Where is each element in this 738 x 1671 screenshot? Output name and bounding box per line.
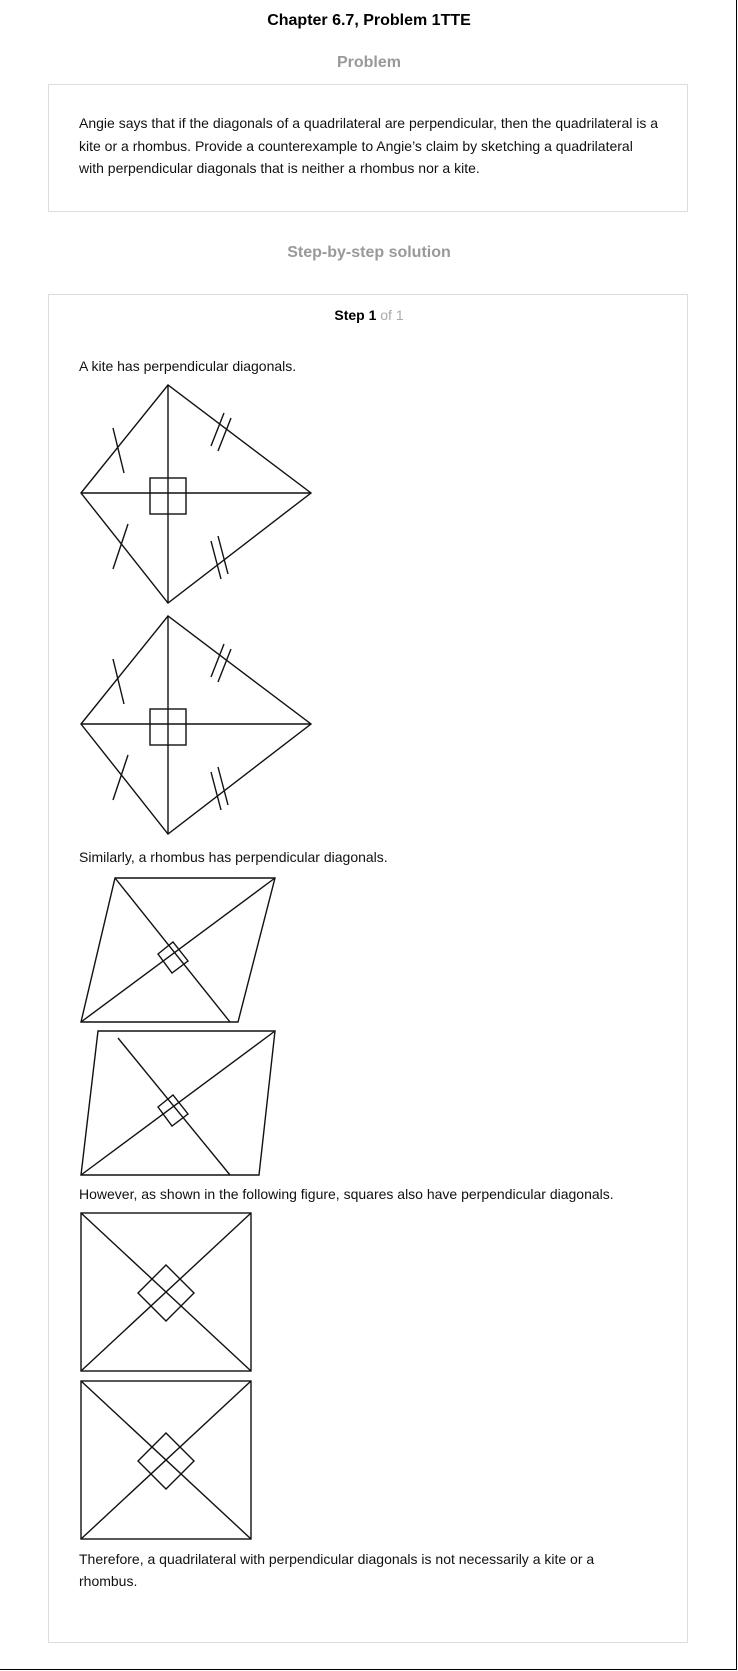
right-angle-marker xyxy=(149,477,187,515)
problem-card: Angie says that if the diagonals of a qu… xyxy=(48,84,688,212)
double-tick-mark xyxy=(210,771,222,811)
tick-mark xyxy=(112,754,129,801)
double-tick-mark xyxy=(217,648,232,683)
problem-text: Angie says that if the diagonals of a qu… xyxy=(79,115,659,176)
conclusion-paragraph: Therefore, a quadrilateral with perpendi… xyxy=(79,1551,595,1589)
square-paragraph: However, as shown in the following figur… xyxy=(79,1186,614,1202)
square-diagram xyxy=(80,1380,252,1540)
kite-outline xyxy=(80,384,313,604)
right-angle-marker xyxy=(137,1264,195,1322)
double-tick-mark xyxy=(217,535,229,575)
square-outline xyxy=(80,1212,252,1372)
right-angle-marker xyxy=(149,708,187,746)
kite-diagram xyxy=(80,384,313,604)
tick-mark xyxy=(112,523,129,570)
step-header: Step 1 of 1 xyxy=(49,307,689,323)
problem-heading: Problem xyxy=(336,54,401,71)
double-tick-mark xyxy=(210,540,222,580)
rhombus-diagram xyxy=(80,877,276,1023)
tick-mark xyxy=(112,658,125,705)
right-angle-marker xyxy=(137,1432,195,1490)
chapter-title: Chapter 6.7, Problem 1TTE xyxy=(267,12,471,29)
solution-heading: Step-by-step solution xyxy=(287,244,451,261)
tick-mark xyxy=(112,427,125,474)
square-diagram xyxy=(80,1212,252,1372)
rhombus-diagonal xyxy=(80,877,276,1023)
right-angle-marker xyxy=(157,941,189,974)
rhombus-diagonal xyxy=(114,877,231,1023)
rhombus-outline xyxy=(80,1030,276,1176)
kite-diagram xyxy=(80,615,313,835)
step-of: of 1 xyxy=(376,307,404,323)
rhombus-outline xyxy=(80,877,276,1023)
right-angle-marker xyxy=(157,1094,189,1127)
double-tick-mark xyxy=(210,412,225,447)
rhombus-diagonal xyxy=(117,1037,231,1176)
rhombus-diagonal xyxy=(80,1030,276,1176)
kite-outline xyxy=(80,615,313,835)
solution-card: Step 1 of 1 A kite has perpendicular dia… xyxy=(48,294,688,1643)
square-diagonal xyxy=(80,1212,252,1372)
step-label: Step 1 xyxy=(334,307,377,323)
square-outline xyxy=(80,1380,252,1540)
double-tick-mark xyxy=(217,417,232,452)
double-tick-mark xyxy=(210,643,225,678)
double-tick-mark xyxy=(217,766,229,806)
kite-paragraph: A kite has perpendicular diagonals. xyxy=(79,358,297,374)
rhombus-paragraph: Similarly, a rhombus has perpendicular d… xyxy=(79,849,388,865)
rhombus-diagram xyxy=(80,1030,276,1176)
square-diagonal xyxy=(80,1380,252,1540)
